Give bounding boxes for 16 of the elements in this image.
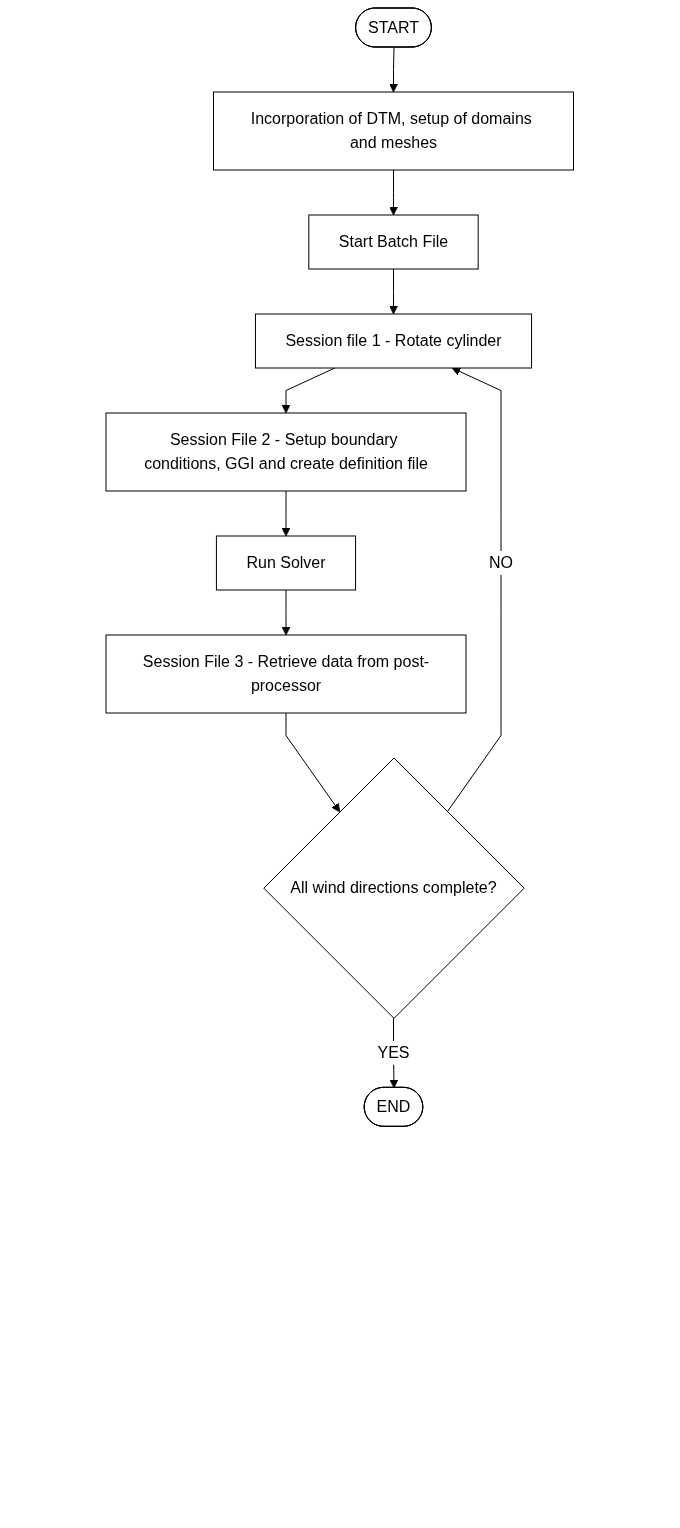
- node-diamond: All wind directions complete?: [263, 757, 525, 1019]
- edge-label: YES: [377, 1043, 410, 1061]
- node-box: Session File 2 - Setup boundary conditions, GGI and create definition file: [105, 412, 467, 492]
- arrow: [281, 490, 291, 537]
- node-box: Start Batch File: [308, 214, 479, 270]
- node-box: Session File 3 - Retrieve data from post-processor: [105, 634, 467, 714]
- node-box: Incorporation of DTM, setup of domains and meshes: [213, 91, 575, 171]
- arrow: [285, 712, 341, 813]
- arrow: [389, 268, 399, 315]
- arrow: [281, 589, 291, 636]
- arrow: [389, 47, 399, 93]
- arrow: [389, 169, 399, 216]
- node-box: Run Solver: [216, 535, 357, 591]
- arrow: [447, 367, 502, 813]
- node-box: Session file 1 - Rotate cylinder: [255, 313, 533, 369]
- edge-label: NO: [489, 554, 514, 571]
